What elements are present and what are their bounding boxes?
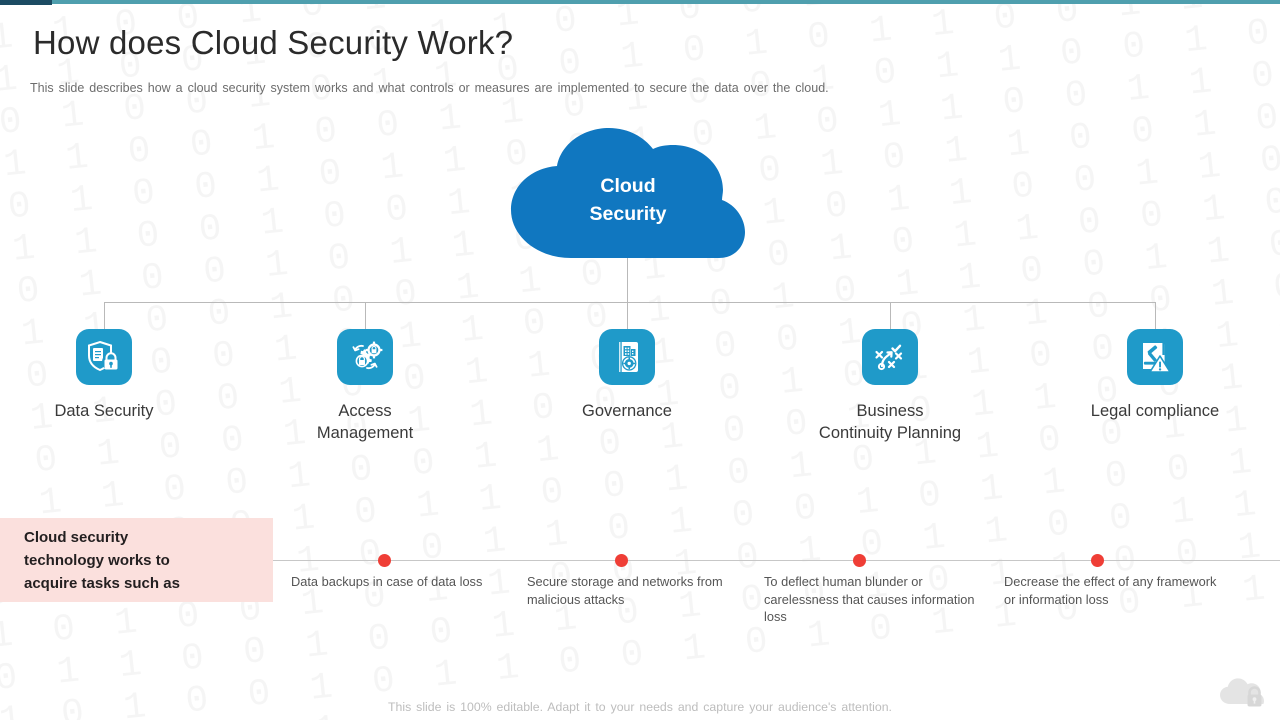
branch-label-line1: Governance xyxy=(582,402,672,420)
timeline-text-2: Secure storage and networks from malicio… xyxy=(527,574,723,607)
strategy-playbook-icon[interactable] xyxy=(862,329,918,385)
branch-label-governance: Governance xyxy=(517,400,737,422)
connector-drop-5 xyxy=(1155,302,1156,329)
branch-label-data-security: Data Security xyxy=(0,400,214,422)
top-accent-bar xyxy=(0,0,1280,5)
connector-stem-vertical xyxy=(627,258,628,303)
timeline-dot-3[interactable] xyxy=(852,554,866,567)
connector-drop-3 xyxy=(627,302,628,329)
gears-lock-refresh-icon[interactable] xyxy=(337,329,393,385)
branch-label-legal-compliance: Legal compliance xyxy=(1045,400,1265,422)
callout-line2: technology works to xyxy=(24,551,170,569)
timeline-text-1: Data backups in case of data loss xyxy=(291,574,483,589)
timeline-axis xyxy=(273,560,1280,561)
cloud-security-node: Cloud Security xyxy=(509,120,747,260)
connector-horizontal-bus xyxy=(104,302,1155,303)
cloud-lock-watermark-icon xyxy=(1218,674,1266,708)
branch-label-line2: Management xyxy=(316,424,414,442)
branch-business-continuity-planning[interactable]: Business Continuity Planning xyxy=(780,329,1000,444)
callout-line3: acquire tasks such as xyxy=(24,574,180,592)
connector-drop-2 xyxy=(365,302,366,329)
branch-label-access-management: Access Management xyxy=(255,400,475,444)
callout-box: Cloud security technology works to acqui… xyxy=(0,518,273,602)
branch-label-line1: Access xyxy=(338,402,392,420)
gavel-warning-document-icon[interactable] xyxy=(1127,329,1183,385)
timeline-dot-4[interactable] xyxy=(1090,554,1104,567)
page-title: How does Cloud Security Work? xyxy=(33,24,514,61)
branch-data-security[interactable]: Data Security xyxy=(0,329,214,422)
top-accent-bar-teal-segment xyxy=(52,0,1280,4)
page-subtitle: This slide describes how a cloud securit… xyxy=(30,81,829,95)
connector-drop-4 xyxy=(890,302,891,329)
shield-document-lock-icon[interactable] xyxy=(76,329,132,385)
timeline-text-3: To deflect human blunder or carelessness… xyxy=(764,574,975,624)
branch-label-line1: Legal compliance xyxy=(1090,402,1220,420)
document-building-gear-icon[interactable] xyxy=(599,329,655,385)
footer-note: This slide is 100% editable. Adapt it to… xyxy=(388,700,892,714)
branch-label-line2: Continuity Planning xyxy=(818,424,962,442)
branch-governance[interactable]: Governance xyxy=(517,329,737,422)
branch-access-management[interactable]: Access Management xyxy=(255,329,475,444)
timeline-dot-1[interactable] xyxy=(377,554,391,567)
cloud-shape-icon xyxy=(511,128,745,258)
branch-label-business-continuity-planning: Business Continuity Planning xyxy=(780,400,1000,444)
timeline-text-4: Decrease the effect of any framework or … xyxy=(1004,574,1217,607)
top-accent-bar-dark-segment xyxy=(0,0,52,5)
branch-label-line1: Business xyxy=(856,402,924,420)
connector-drop-1 xyxy=(104,302,105,329)
callout-text: Cloud security technology works to acqui… xyxy=(0,526,190,595)
timeline-dot-2[interactable] xyxy=(614,554,628,567)
callout-line1: Cloud security xyxy=(24,528,129,546)
branch-label-line1: Data Security xyxy=(54,402,154,420)
branch-legal-compliance[interactable]: Legal compliance xyxy=(1045,329,1265,422)
